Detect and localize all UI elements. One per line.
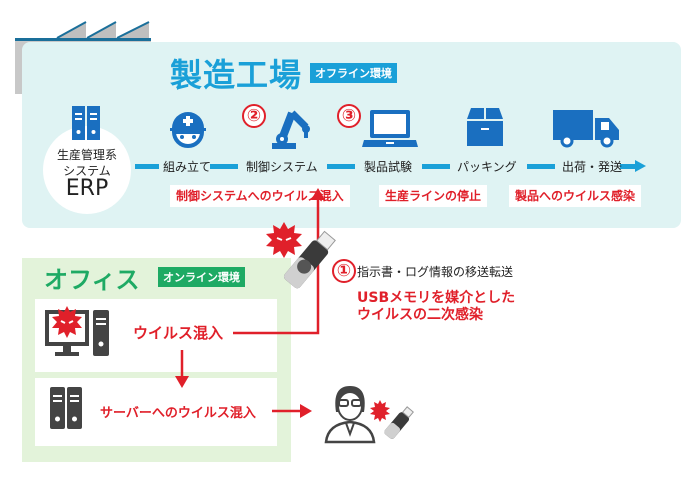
marker-1: ① <box>332 259 356 283</box>
erp-label: 生産管理系 <box>56 148 117 162</box>
infected-usb-icon <box>266 222 336 289</box>
impact-line-stop: 生産ラインの停止 <box>379 185 488 207</box>
box-icon <box>467 108 503 146</box>
erp-name: ERP <box>65 176 109 201</box>
erp-circle <box>43 126 131 214</box>
step-shipping: 出荷・発送 <box>562 160 623 174</box>
laptop-icon <box>362 110 418 147</box>
usb-infection-label: ウイルスの二次感染 <box>357 307 483 323</box>
impact-control-virus: 制御システムへのウイルス混入 <box>170 185 350 207</box>
step-assembly: 組み立て <box>163 160 212 174</box>
flow-connector <box>527 164 555 169</box>
worker-helmet-icon <box>170 112 206 148</box>
flow-connector <box>135 164 159 169</box>
flow-connector <box>210 164 238 169</box>
usb-infection-label: USBメモリを媒介とした <box>357 290 516 306</box>
flow-arrow-icon <box>620 160 646 172</box>
transfer-label: 指示書・ログ情報の移送転送 <box>357 265 514 279</box>
step-product-test: 製品試験 <box>364 160 413 174</box>
infected-pc-icon <box>45 306 109 356</box>
server-gray-icon <box>50 387 82 429</box>
step-packing: パッキング <box>457 160 517 174</box>
office-title: オフィス <box>44 266 140 294</box>
flow-connector <box>422 164 450 169</box>
infected-usb-small-icon <box>370 400 414 439</box>
pc-virus-label: ウイルス混入 <box>133 324 224 342</box>
truck-icon <box>553 110 619 148</box>
offline-tag: オフライン環境 <box>310 63 397 83</box>
flow-connector <box>327 164 355 169</box>
step-control-system: 制御システム <box>246 160 318 174</box>
marker-3: ③ <box>337 104 361 128</box>
marker-2: ② <box>242 104 266 128</box>
online-tag: オンライン環境 <box>158 267 245 287</box>
server-icon <box>72 106 100 140</box>
robot-arm-icon <box>272 110 310 149</box>
server-virus-label: サーバーへのウイルス混入 <box>100 406 256 421</box>
factory-title: 製造工場 <box>170 56 303 94</box>
erp-label: システム <box>63 164 111 178</box>
impact-product-virus: 製品へのウイルス感染 <box>509 185 642 207</box>
employee-icon <box>324 386 376 444</box>
